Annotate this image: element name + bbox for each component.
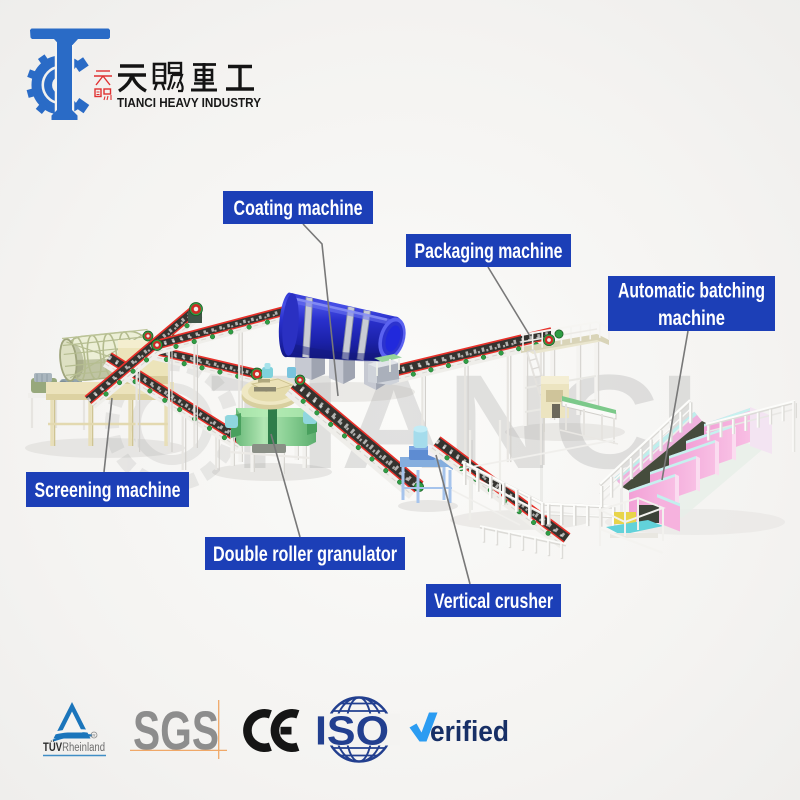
svg-text:erified: erified (430, 716, 509, 748)
svg-text:Vertical crusher: Vertical crusher (434, 589, 553, 613)
svg-text:R: R (92, 733, 96, 738)
svg-text:SGS: SGS (133, 701, 219, 762)
svg-text:Coating machine: Coating machine (234, 196, 363, 220)
svg-text:TÜVRheinland: TÜVRheinland (43, 741, 105, 754)
svg-text:Double roller granulator: Double roller granulator (213, 542, 397, 566)
svg-text:machine: machine (658, 306, 725, 330)
svg-text:Screening machine: Screening machine (35, 478, 181, 502)
svg-text:Packaging machine: Packaging machine (415, 239, 563, 263)
svg-text:ISO: ISO (315, 708, 389, 754)
svg-text:Automatic batching: Automatic batching (618, 278, 765, 302)
svg-text:TIANCI HEAVY INDUSTRY: TIANCI HEAVY INDUSTRY (117, 95, 261, 110)
